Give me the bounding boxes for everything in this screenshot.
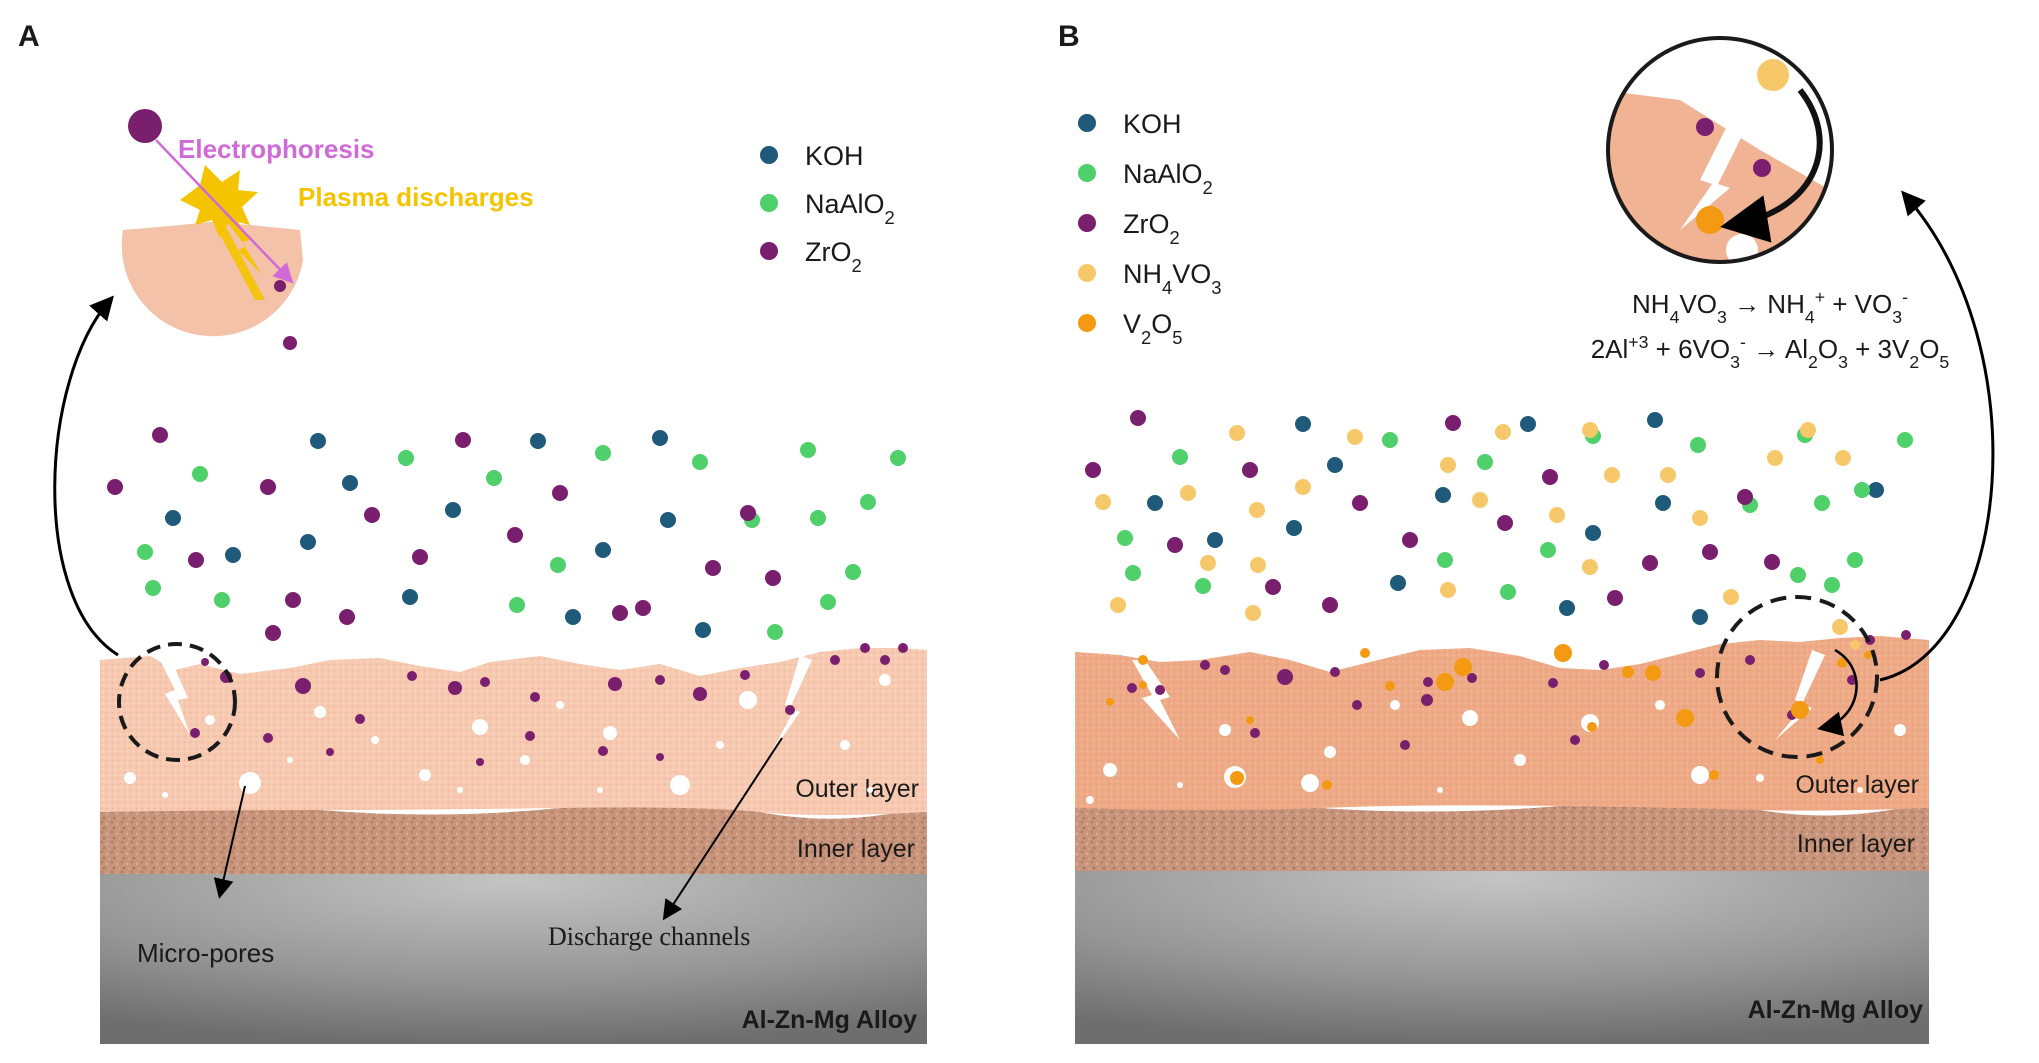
embedded-v2o5-b — [1106, 644, 1872, 790]
discharge-channel-b-2 — [1775, 650, 1825, 740]
plasma-burst — [180, 165, 258, 238]
inset-b — [1606, 36, 1834, 264]
micropores-a — [124, 674, 891, 798]
zoom-circle-b — [1715, 595, 1879, 759]
legend-b-swatch-nh4vo3 — [1078, 264, 1096, 282]
micropores-arrow — [213, 785, 246, 899]
v2o5-particle-inset — [1696, 206, 1724, 234]
legend-a-label-koh: KOH — [805, 141, 864, 171]
inner-layer-b — [1075, 801, 1929, 871]
electrophoresis-label: Electrophoresis — [178, 134, 375, 164]
legend-b-label-koh: KOH — [1123, 109, 1182, 139]
solution-particles-b — [1085, 410, 1913, 625]
plasma-label: Plasma discharges — [298, 182, 534, 212]
panel-b-letter: B — [1058, 20, 1080, 53]
alloy-substrate-b — [1075, 869, 1929, 1044]
nh4vo3-particle-inset — [1757, 59, 1789, 91]
legend-b-label-nh4vo3: NH4VO3 — [1123, 259, 1221, 298]
legend-b-label-naalo2: NaAlO2 — [1123, 159, 1213, 198]
discharge-channel-a-2 — [770, 655, 812, 755]
electrophoresis-arrow — [155, 139, 294, 284]
outer-layer-label-b: Outer layer — [1795, 771, 1919, 799]
nh4vo3-near-surface-b — [1832, 619, 1860, 650]
transformation-arrow-inset — [1720, 88, 1823, 243]
legend-a-swatch-zro2 — [760, 242, 778, 260]
panel-a: A Al-Zn-Mg Alloy Inner layer Outer layer — [18, 20, 927, 1044]
equation-2: 2Al+3 + 6VO3- → Al2O3 + 3V2O5 — [1591, 332, 1950, 372]
legend-b-swatch-v2o5 — [1078, 314, 1096, 332]
legend-a-swatch-naalo2 — [760, 194, 778, 212]
solution-particles-a — [107, 427, 906, 641]
legend-b-label-zro2: ZrO2 — [1123, 209, 1180, 248]
legend-a-label-naalo2: NaAlO2 — [805, 189, 895, 228]
inner-layer-label-a: Inner layer — [797, 835, 915, 863]
inner-layer-label-b: Inner layer — [1797, 830, 1915, 858]
legend-b-swatch-naalo2 — [1078, 164, 1096, 182]
reaction-arrow-small-b — [1817, 648, 1858, 737]
panel-a-letter: A — [18, 20, 40, 53]
legend-b-swatch-zro2 — [1078, 214, 1096, 232]
embedded-zro2-a — [190, 643, 908, 766]
equations-b: NH4VO3 → NH4+ + VO3- 2Al+3 + 6VO3- → Al2O… — [1591, 287, 1950, 372]
alloy-label-a: Al-Zn-Mg Alloy — [742, 1006, 918, 1034]
channels-label: Discharge channels — [548, 922, 750, 951]
legend-b-swatch-koh — [1078, 114, 1096, 132]
legend-b-label-v2o5: V2O5 — [1123, 309, 1182, 348]
zoom-arrow-b — [1879, 190, 1995, 682]
zoom-arrow-a — [53, 295, 119, 657]
equation-1: NH4VO3 → NH4+ + VO3- — [1632, 287, 1908, 327]
alloy-label-b: Al-Zn-Mg Alloy — [1748, 996, 1924, 1024]
channels-arrow — [662, 737, 783, 921]
zro2-particle-inset — [128, 109, 162, 143]
inset-a: Electrophoresis Plasma discharges — [121, 109, 534, 350]
embedded-zro2-b — [1127, 630, 1911, 750]
legend-a-swatch-koh — [760, 146, 778, 164]
micropores-label: Micro-pores — [137, 938, 274, 968]
discharge-channel-b-1 — [1132, 660, 1180, 740]
inner-layer-a — [100, 802, 927, 874]
zoom-circle-a — [117, 642, 237, 762]
outer-layer-label-a: Outer layer — [795, 775, 919, 803]
discharge-channel-a-1 — [160, 660, 190, 735]
alloy-substrate-a — [100, 872, 927, 1044]
panel-b: B Al-Zn-Mg Alloy Inner layer Outer layer — [1058, 20, 1995, 1044]
legend-a-label-zro2: ZrO2 — [805, 237, 862, 276]
